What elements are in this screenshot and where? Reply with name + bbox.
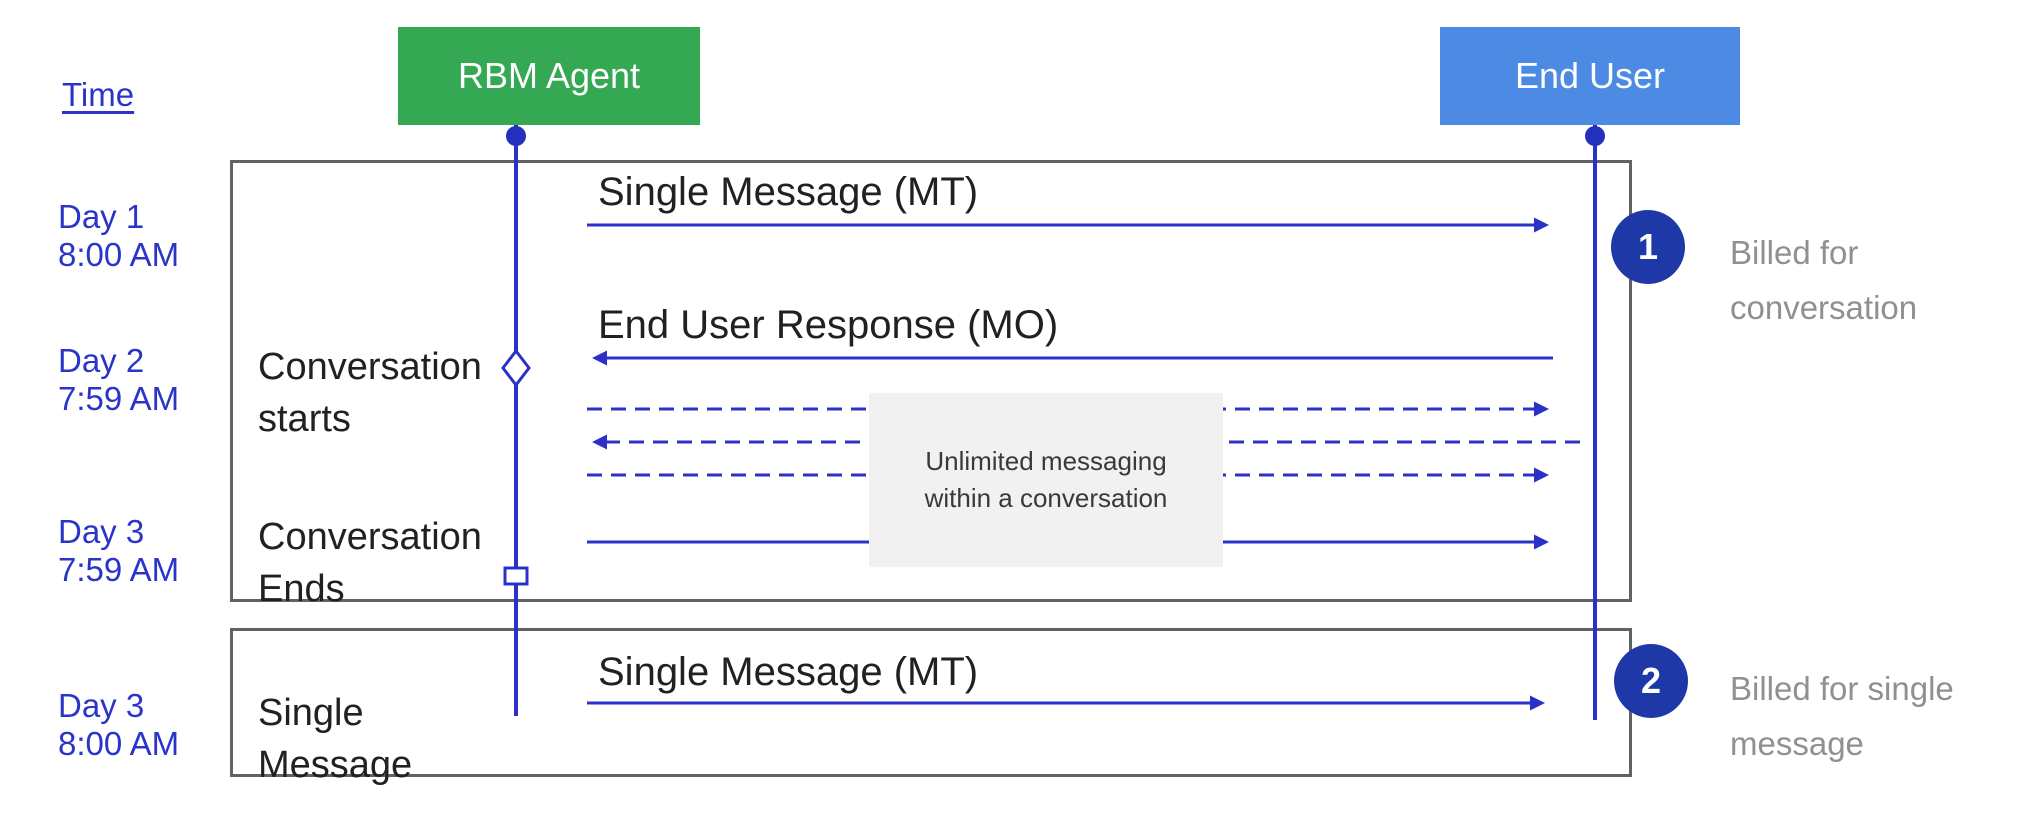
time-marker-day1-line2: 8:00 AM: [58, 236, 180, 273]
conversation-starts-line2: starts: [258, 398, 351, 440]
time-marker-day3-single-line2: 8:00 AM: [58, 725, 180, 762]
time-marker-day2-line2: 7:59 AM: [58, 380, 180, 417]
billing-badge-1: 1: [1611, 210, 1685, 284]
time-marker-day3-single-line1: Day 3: [58, 687, 145, 724]
mt-message-label: Single Message (MT): [598, 170, 979, 214]
conversation-starts-line1: Conversation: [258, 346, 482, 388]
unlimited-messaging-note: Unlimited messaging within a conversatio…: [869, 393, 1223, 567]
rbm-agent-lifeline-dot: [506, 126, 526, 146]
billed-for-conversation-label: Billed for conversation: [1730, 225, 1917, 335]
billed-for-conversation-line2: conversation: [1730, 289, 1918, 326]
end-user-lifeline-dot: [1585, 126, 1605, 146]
conversation-starts-label: Conversation starts: [258, 341, 482, 445]
conversation-ends-label: Conversation Ends: [258, 511, 482, 615]
conversation-start-diamond: [501, 348, 531, 388]
single-message-event-line1: Single: [258, 692, 364, 734]
time-marker-day3-end-line1: Day 3: [58, 513, 145, 550]
time-marker-day1-line1: Day 1: [58, 198, 145, 235]
single-message-event-line2: Message: [258, 744, 413, 786]
time-marker-day1: Day 1 8:00 AM: [58, 198, 179, 274]
unlimited-messaging-note-line2: within a conversation: [924, 483, 1168, 513]
billed-for-single-message-line2: message: [1730, 725, 1864, 762]
conversation-ends-line2: Ends: [258, 568, 345, 610]
billed-for-conversation-line1: Billed for: [1730, 234, 1859, 271]
time-marker-day2: Day 2 7:59 AM: [58, 342, 179, 418]
mo-response-label: End User Response (MO): [598, 303, 1059, 347]
billed-for-single-message-label: Billed for single message: [1730, 661, 1954, 771]
conversation-end-square: [503, 566, 529, 586]
time-marker-day2-line1: Day 2: [58, 342, 145, 379]
conversation-ends-line1: Conversation: [258, 516, 482, 558]
time-marker-day3-end-line2: 7:59 AM: [58, 551, 180, 588]
end-user-actor-box: End User: [1440, 27, 1740, 125]
billed-for-single-message-line1: Billed for single: [1730, 670, 1954, 707]
rbm-agent-actor-box: RBM Agent: [398, 27, 700, 125]
time-marker-day3-end: Day 3 7:59 AM: [58, 513, 179, 589]
billing-badge-2: 2: [1614, 644, 1688, 718]
time-marker-day3-single: Day 3 8:00 AM: [58, 687, 179, 763]
single-message-mt-label: Single Message (MT): [598, 650, 979, 694]
unlimited-messaging-note-line1: Unlimited messaging: [925, 446, 1167, 476]
time-column-header: Time: [62, 76, 135, 113]
conversation-frame: [230, 160, 1632, 602]
single-message-event-label: Single Message: [258, 687, 412, 791]
